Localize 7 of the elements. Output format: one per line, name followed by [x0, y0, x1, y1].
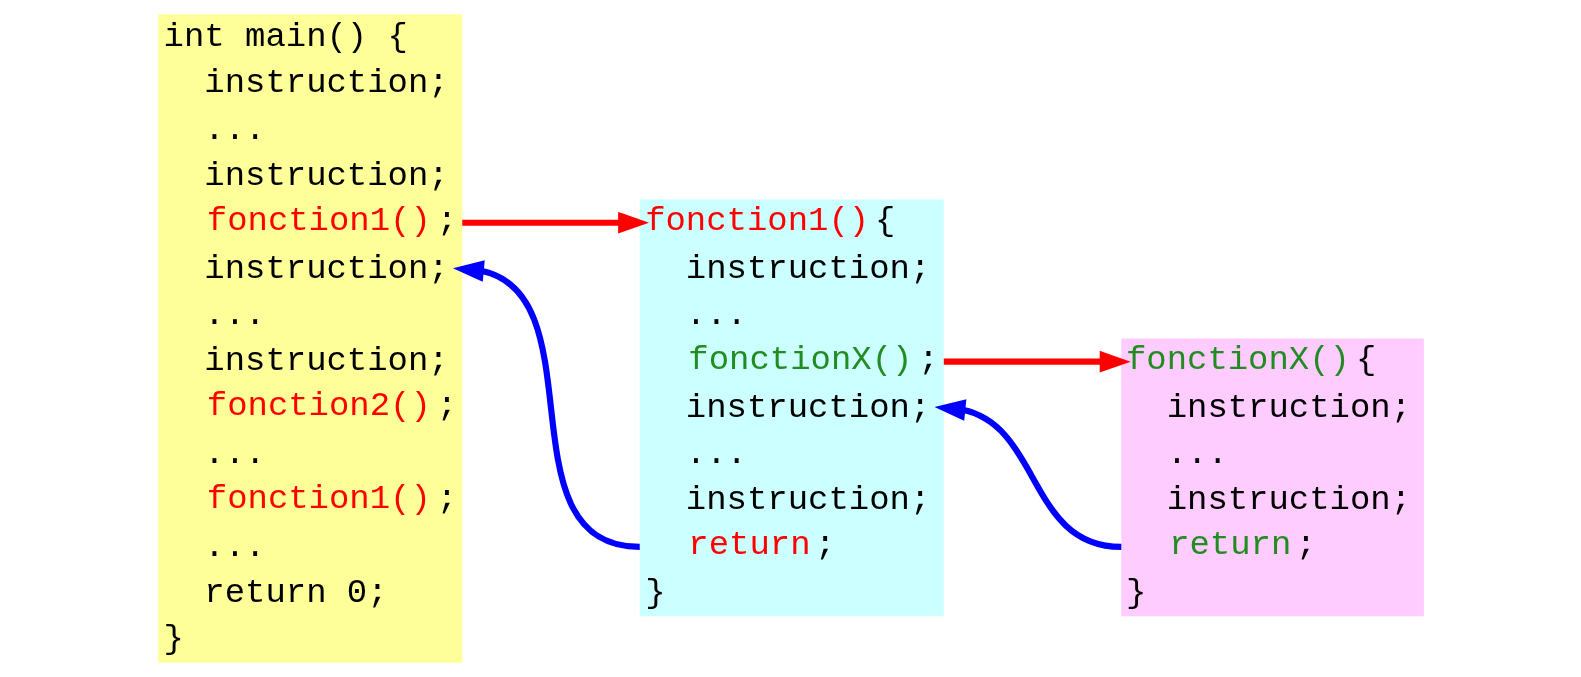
node-box: fonction1() { instruction; ... fonctionX(); instruction; ... instruction; return; }	[639, 199, 944, 617]
arrow	[452, 260, 640, 550]
node-box: fonctionX() { instruction; ... instruction; return; }	[1120, 338, 1424, 617]
node-box: int main() { instruction; ... instruction; fonction1(); instruction; ... instruction; fonction2(); ... fonction1(); ... return 0; }	[157, 14, 462, 663]
arrow	[934, 399, 1122, 550]
arrow	[943, 350, 1131, 373]
arrow	[461, 211, 649, 234]
